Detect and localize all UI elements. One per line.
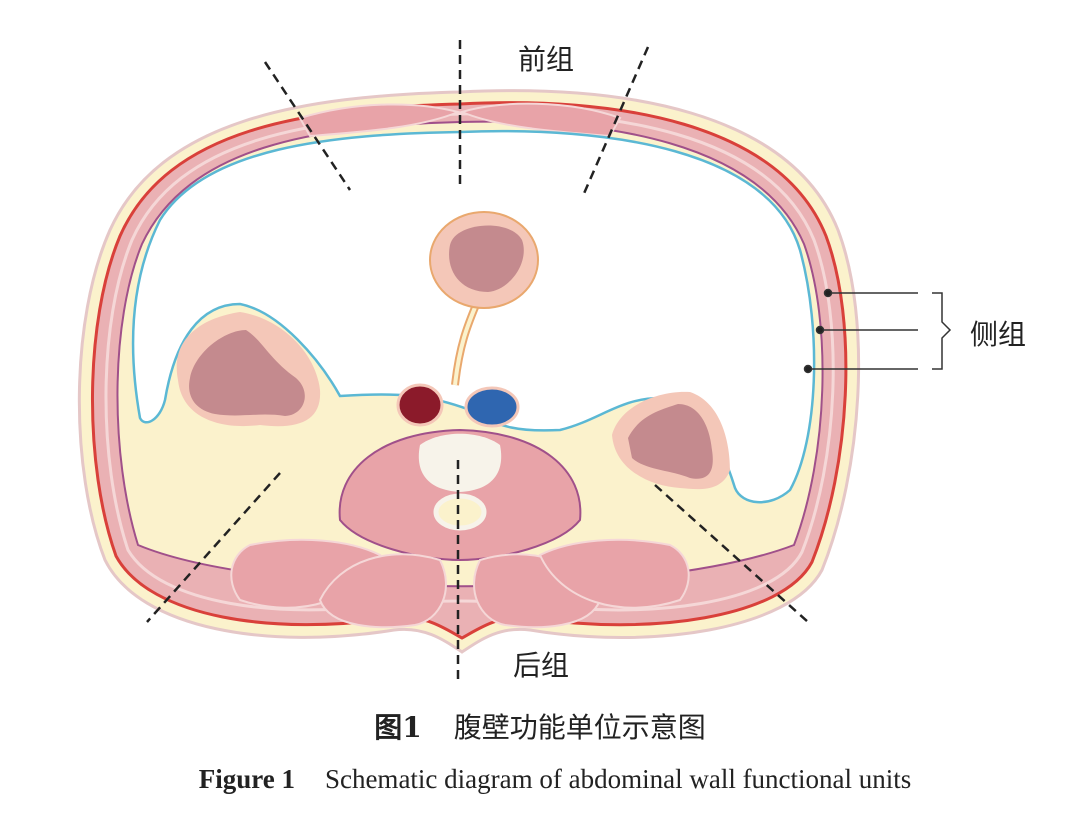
dashed-divider-lines (146, 40, 809, 682)
caption-en-number: Figure 1 (198, 764, 295, 794)
caption-en-title: Schematic diagram of abdominal wall func… (324, 764, 912, 794)
caption-cn-number: 图1 (374, 711, 422, 744)
organ-top-core (449, 225, 524, 292)
label-anterior-group: 前组 (518, 43, 575, 76)
aorta (396, 383, 444, 427)
abdominal-cross-section-diagram (77, 40, 952, 682)
kidney-right-core (628, 404, 713, 479)
back-muscle-left-2 (318, 553, 447, 629)
caption-chinese: 图1 腹壁功能单位示意图 (0, 706, 1080, 746)
label-lateral-group: 侧组 (970, 318, 1027, 351)
lateral-pointers (803, 288, 952, 374)
caption-english: Figure 1 Schematic diagram of abdominal w… (0, 764, 1080, 795)
kidney-left-core (189, 330, 305, 416)
muscle-line (104, 111, 835, 612)
spinal-canal (433, 493, 487, 531)
vertebral-body (418, 433, 502, 492)
rectus-right (459, 102, 622, 138)
back-muscle-right (538, 538, 690, 609)
label-posterior-group: 后组 (513, 649, 570, 682)
vena-cava (464, 386, 520, 428)
rectus-left (298, 103, 462, 138)
caption-cn-title: 腹壁功能单位示意图 (453, 711, 706, 744)
